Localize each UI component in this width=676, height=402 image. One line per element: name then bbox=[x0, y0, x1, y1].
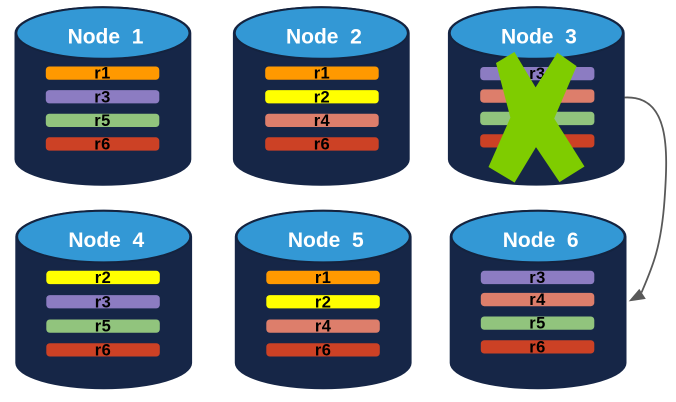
svg-text:r6: r6 bbox=[315, 341, 331, 359]
svg-text:Node 5: Node 5 bbox=[288, 229, 364, 252]
svg-text:Node 3: Node 3 bbox=[501, 26, 577, 49]
svg-text:r5: r5 bbox=[94, 112, 110, 130]
svg-text:r2: r2 bbox=[315, 293, 331, 311]
svg-text:r5: r5 bbox=[529, 315, 545, 333]
svg-text:Node 6: Node 6 bbox=[503, 229, 579, 252]
svg-text:Node 1: Node 1 bbox=[68, 26, 144, 49]
svg-text:r2: r2 bbox=[314, 88, 330, 106]
svg-text:Node 4: Node 4 bbox=[68, 229, 144, 252]
svg-text:r3: r3 bbox=[94, 88, 110, 106]
svg-text:r6: r6 bbox=[314, 136, 330, 154]
svg-text:r6: r6 bbox=[94, 136, 110, 154]
svg-text:r2: r2 bbox=[95, 269, 111, 287]
svg-text:r6: r6 bbox=[529, 338, 545, 356]
svg-text:r3: r3 bbox=[529, 269, 545, 287]
svg-text:r1: r1 bbox=[315, 269, 331, 287]
svg-text:r4: r4 bbox=[315, 318, 332, 336]
svg-text:r5: r5 bbox=[95, 318, 111, 336]
svg-text:Node 2: Node 2 bbox=[286, 26, 362, 49]
svg-text:r4: r4 bbox=[314, 112, 331, 130]
svg-text:r1: r1 bbox=[314, 65, 330, 83]
svg-text:r3: r3 bbox=[95, 293, 111, 311]
svg-text:r1: r1 bbox=[94, 65, 110, 83]
svg-text:r6: r6 bbox=[95, 341, 111, 359]
svg-text:r4: r4 bbox=[529, 291, 546, 309]
